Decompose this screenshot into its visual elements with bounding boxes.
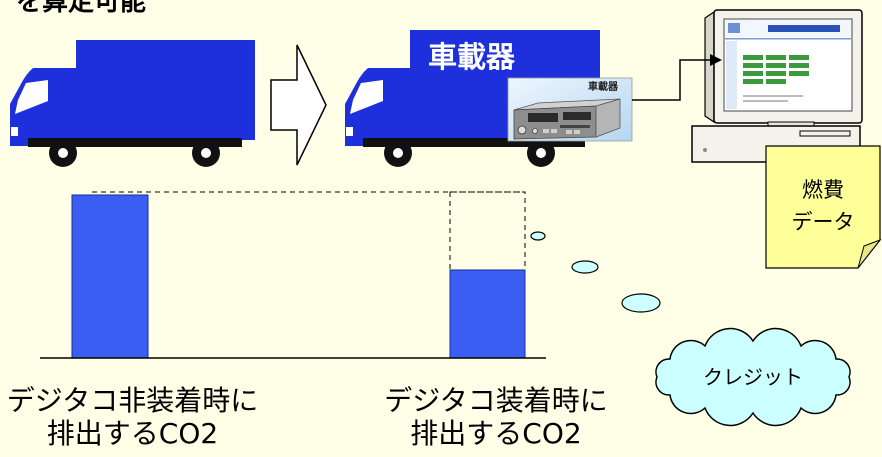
screen-content-block	[766, 79, 786, 84]
truck-chassis	[28, 138, 242, 147]
device-button	[543, 129, 549, 133]
screen-side-menu	[726, 41, 737, 109]
screen-text-line	[743, 95, 803, 97]
truck-rear-hub	[201, 148, 211, 158]
bar-with-digitaco	[449, 269, 526, 359]
device-side-face	[595, 98, 621, 138]
screen-title-block	[768, 25, 840, 32]
device-display	[528, 113, 558, 122]
note-line-1: 燃費	[802, 178, 844, 202]
screen-text-line	[743, 100, 788, 102]
screen-content-block	[743, 63, 763, 68]
bar-label-line-1: デジタコ装着時に	[384, 384, 608, 417]
truck-window	[15, 80, 48, 114]
power-button	[703, 148, 707, 152]
top-caption: を算定可能	[16, 0, 147, 17]
screen-logo	[728, 23, 740, 33]
device-display	[563, 112, 591, 120]
device-button	[566, 130, 572, 134]
connector-line	[632, 59, 712, 101]
truck-headlight	[11, 127, 18, 136]
note-line-2: データ	[791, 210, 855, 234]
screen-content-block	[766, 63, 786, 68]
screen-content-block	[789, 71, 809, 76]
screen-header-rule	[725, 38, 851, 40]
screen-content-block	[789, 55, 809, 60]
bar-without-digitaco	[71, 194, 149, 359]
screen-content-block	[743, 79, 763, 84]
monitor-side	[704, 10, 715, 124]
truck-cargo-box	[76, 40, 255, 140]
truck-rear-hub	[536, 148, 546, 158]
truck-body-label: 車載器	[428, 40, 516, 74]
bar-label-line-1: デジタコ非装着時に	[6, 384, 259, 417]
screen-content-block	[766, 71, 786, 76]
thought-bubble-medium	[571, 260, 599, 274]
sticky-note-icon	[765, 145, 882, 269]
screen-content-block	[743, 55, 763, 60]
device-knob	[517, 125, 527, 135]
arrowhead-icon	[710, 54, 722, 66]
note-folded-corner	[857, 238, 882, 269]
cloud-icon	[655, 327, 851, 427]
truck-front-hub	[393, 148, 403, 158]
screen-content-blocks	[743, 55, 809, 84]
bar-label-without-digitaco: デジタコ非装着時に 排出するCO2	[0, 384, 265, 450]
co2-comparison	[40, 191, 546, 359]
bar-label-with-digitaco: デジタコ装着時に 排出するCO2	[372, 384, 620, 450]
device-photo-label: 車載器	[588, 82, 618, 93]
truck-icon	[10, 40, 255, 167]
screen-content-block	[743, 71, 763, 76]
truck-headlight	[346, 127, 353, 136]
truck-window	[350, 80, 383, 114]
device-front-face	[513, 105, 597, 140]
device-knob	[532, 128, 538, 134]
credit-label: クレジット	[703, 365, 803, 389]
thought-bubble-small	[530, 231, 546, 241]
device-slot	[560, 125, 590, 128]
truck-with-device-icon	[345, 30, 600, 167]
data-transfer-connector	[632, 54, 722, 101]
in-vehicle-device-icon	[507, 77, 633, 142]
truck-front-hub	[58, 148, 68, 158]
computer-icon	[691, 9, 863, 163]
device-button	[574, 130, 580, 134]
screen-content-block	[789, 63, 809, 68]
bar-label-line-2: 排出するCO2	[46, 417, 219, 450]
drive-slot	[799, 130, 851, 137]
thought-bubble-large	[621, 293, 661, 313]
fuel-data-note-text: 燃費 データ	[766, 174, 880, 238]
truck-chassis	[363, 138, 585, 147]
bar-label-line-2: 排出するCO2	[410, 417, 582, 450]
device-button	[551, 129, 557, 133]
arrow-right-icon	[270, 44, 327, 166]
screen-content-block	[766, 55, 786, 60]
